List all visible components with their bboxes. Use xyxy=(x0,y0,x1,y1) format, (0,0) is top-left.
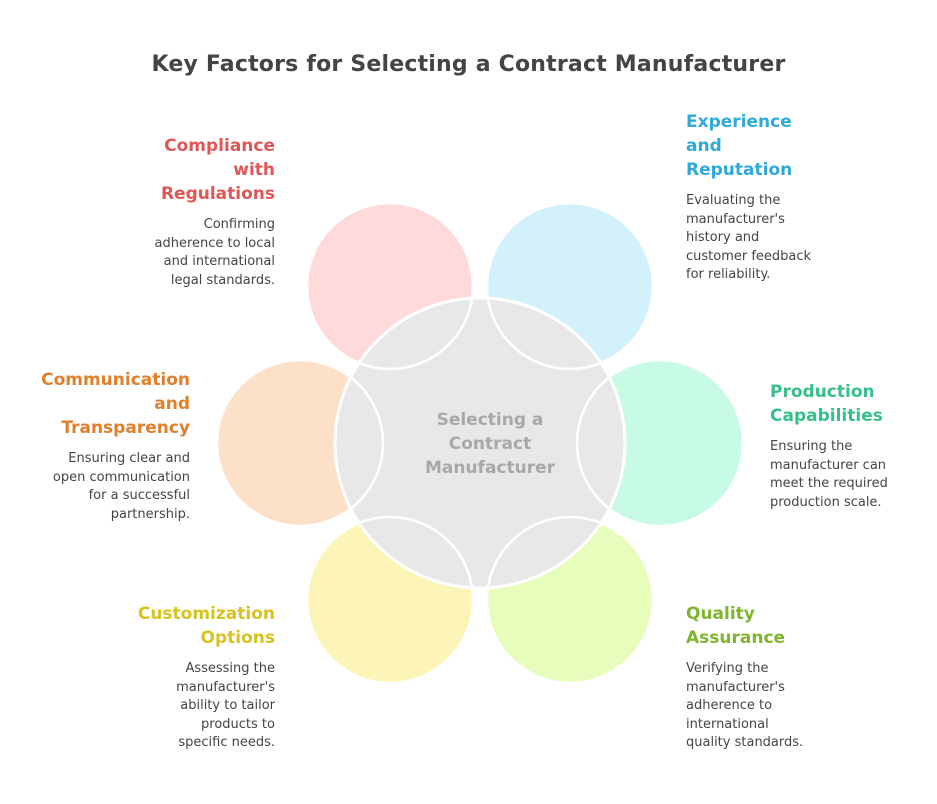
factor-experience-description: Evaluating the manufacturer's history an… xyxy=(686,193,812,282)
factor-customization-title: Customization Options xyxy=(137,604,275,648)
factor-communication-description: Ensuring clear and open communication fo… xyxy=(52,451,190,522)
factor-communication: Communication and Transparency Ensuring … xyxy=(0,368,190,524)
factor-quality: Quality Assurance Verifying the manufact… xyxy=(686,602,886,753)
center-circle xyxy=(333,296,627,590)
factor-quality-description: Verifying the manufacturer's adherence t… xyxy=(686,661,804,750)
petal-outlines xyxy=(215,201,745,685)
factor-production-description: Ensuring the manufacturer can meet the r… xyxy=(770,439,888,510)
center-label: Selecting a Contract Manufacturer xyxy=(424,410,556,478)
factor-experience: Experience and Reputation Evaluating the… xyxy=(686,110,886,285)
factor-experience-title: Experience and Reputation xyxy=(686,112,793,180)
factor-customization-description: Assessing the manufacturer's ability to … xyxy=(176,661,275,750)
factor-production-title: Production Capabilities xyxy=(770,382,883,426)
factor-communication-title: Communication and Transparency xyxy=(41,370,190,438)
factor-compliance-title: Compliance with Regulations xyxy=(160,136,275,204)
factor-compliance-description: Confirming adherence to local and intern… xyxy=(154,217,275,288)
page-title: Key Factors for Selecting a Contract Man… xyxy=(151,52,786,77)
factor-quality-title: Quality Assurance xyxy=(686,604,786,648)
factor-compliance: Compliance with Regulations Confirming a… xyxy=(75,134,275,290)
factor-production: Production Capabilities Ensuring the man… xyxy=(770,380,930,512)
factor-customization: Customization Options Assessing the manu… xyxy=(75,602,275,753)
